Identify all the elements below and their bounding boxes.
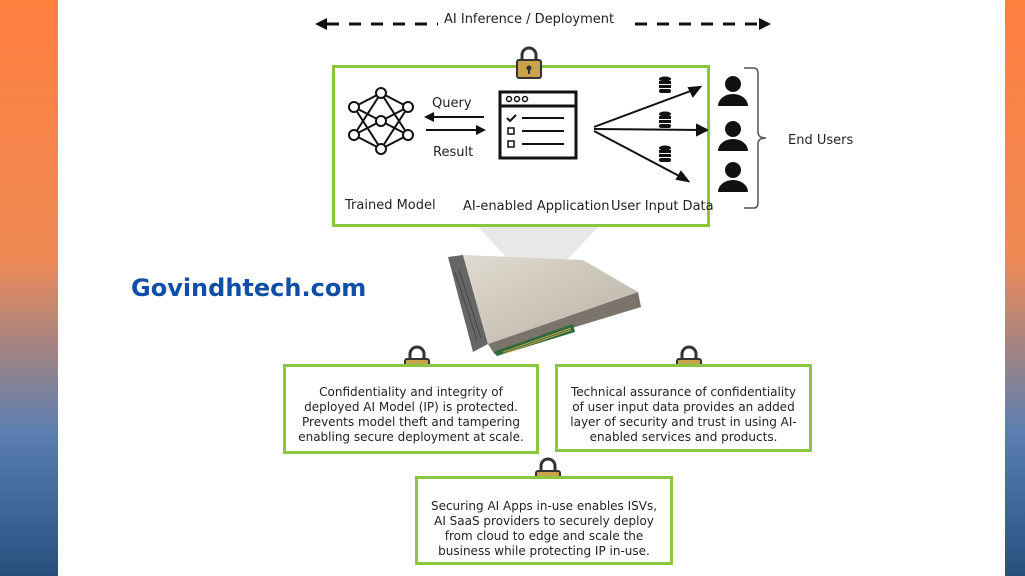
application-window-icon <box>498 90 578 160</box>
user-data-text: Technical assurance of confidentiality o… <box>570 385 797 444</box>
database-icon <box>659 145 671 162</box>
gpu-card-icon <box>448 255 641 356</box>
user-icon <box>718 76 748 106</box>
lock-icon <box>516 46 542 79</box>
model-protection-card: Confidentiality and integrity of deploye… <box>283 364 539 454</box>
projection-beam <box>478 227 598 259</box>
header-title: AI Inference / Deployment <box>444 12 615 27</box>
ai-apps-text: Securing AI Apps in-use enables ISVs, AI… <box>430 499 658 558</box>
user-icon <box>718 121 748 151</box>
query-label: Query <box>432 96 472 111</box>
database-icon <box>659 76 671 93</box>
user-input-label: User Input Data <box>611 199 714 214</box>
header-dashed-arrows <box>315 18 771 30</box>
app-label: AI-enabled Application <box>463 199 610 214</box>
user-icon <box>718 162 748 192</box>
neural-network-icon <box>348 87 414 155</box>
model-protection-text: Confidentiality and integrity of deploye… <box>298 385 524 444</box>
canvas: AI Inference / Deployment Query Result <box>58 0 1005 576</box>
user-data-card: Technical assurance of confidentiality o… <box>555 364 812 452</box>
ai-apps-card: Securing AI Apps in-use enables ISVs, AI… <box>415 476 673 565</box>
database-icon <box>659 111 671 128</box>
query-result-arrows <box>424 112 486 135</box>
end-users-bracket <box>744 67 767 209</box>
brand-watermark: Govindhtech.com <box>131 274 367 302</box>
user-data-arrows <box>593 85 708 183</box>
result-label: Result <box>433 145 474 160</box>
end-users-label: End Users <box>788 133 854 148</box>
trained-model-label: Trained Model <box>345 198 436 213</box>
